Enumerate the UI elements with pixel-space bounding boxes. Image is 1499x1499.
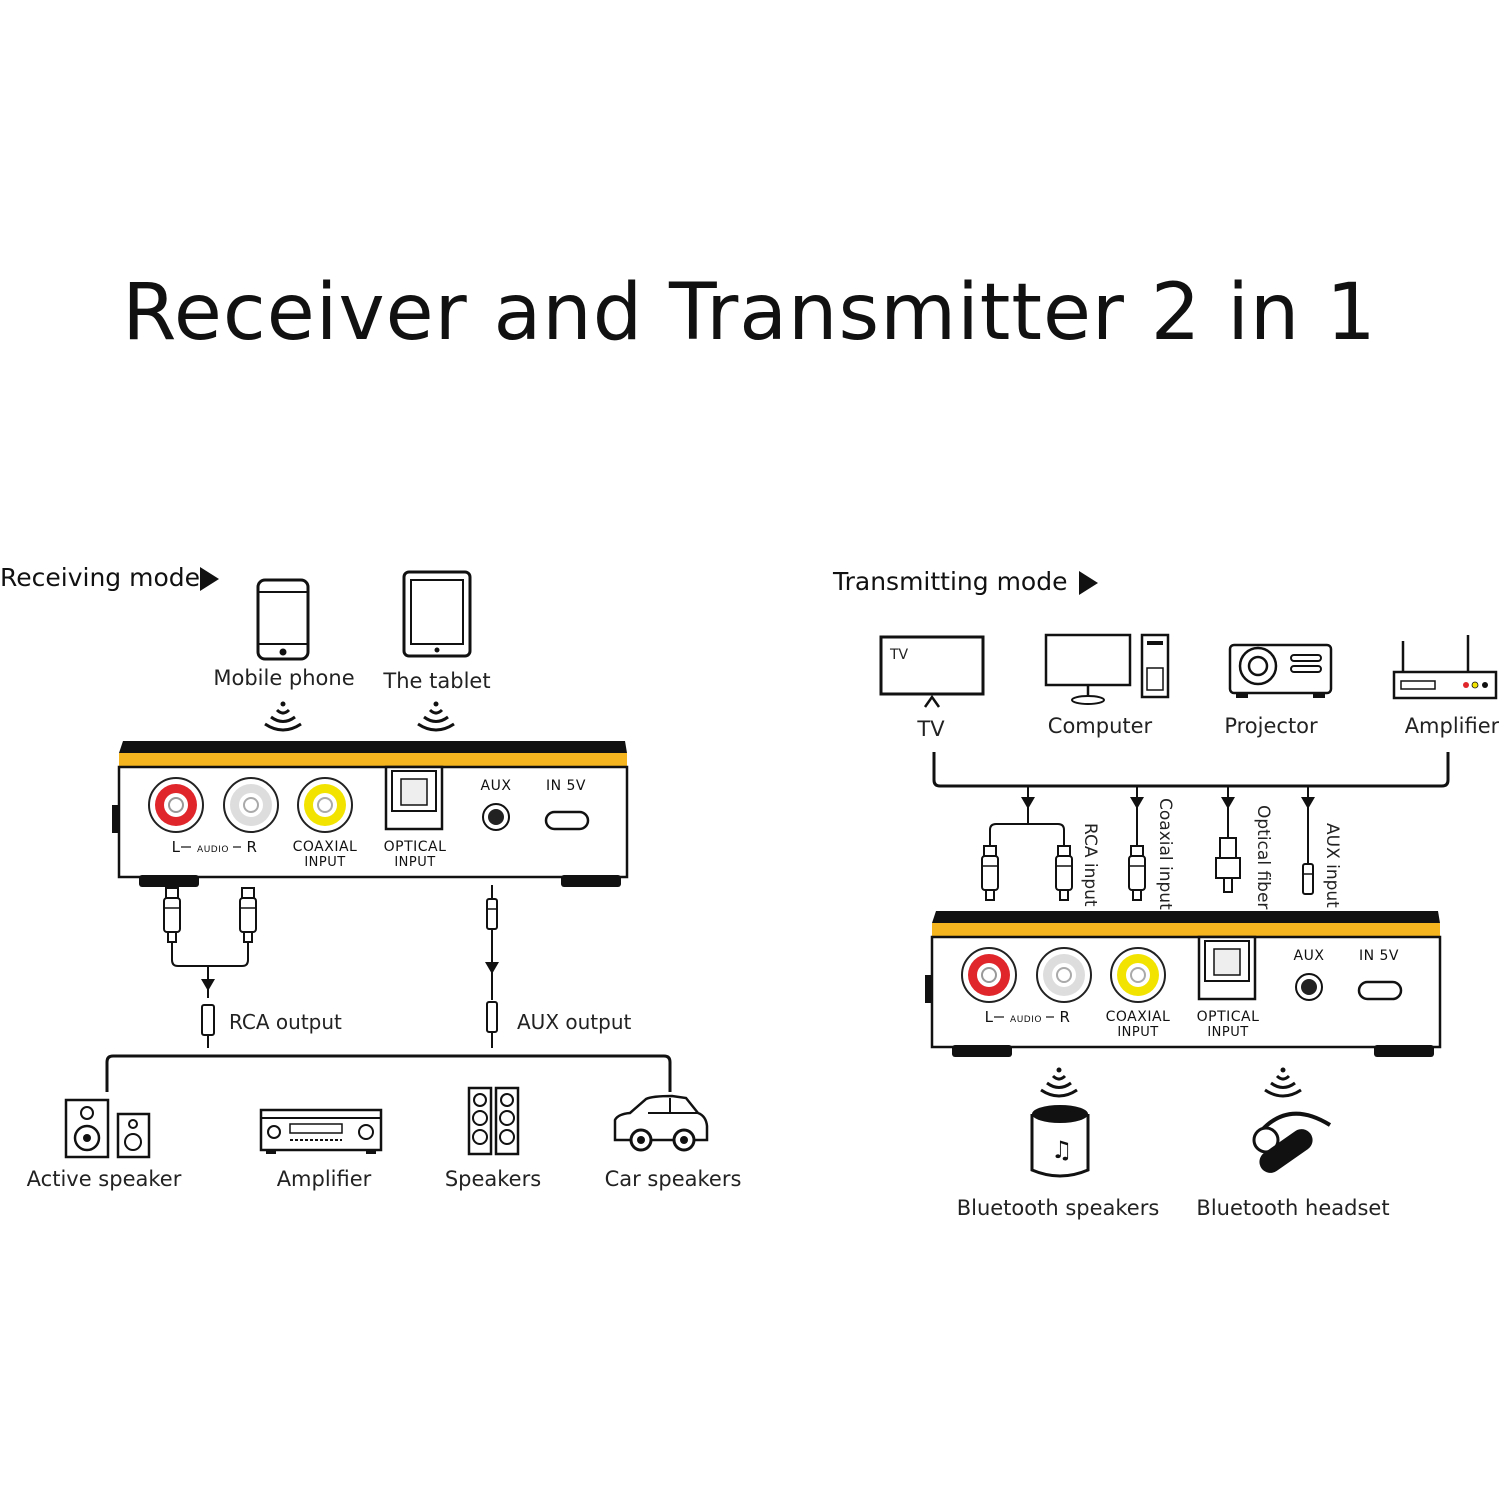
audio-label: AUDIO — [1010, 1015, 1042, 1025]
rca-output-cable-icon — [163, 887, 257, 1048]
bluetooth-speaker-icon: ♫ — [1030, 1105, 1090, 1178]
rca-output-label: RCA output — [229, 1010, 342, 1034]
transmitter-device-panel — [923, 909, 1442, 1059]
amplifier-icon — [259, 1108, 383, 1154]
projector-label: Projector — [1224, 714, 1318, 738]
coaxial-input-cable-icon — [1128, 786, 1146, 901]
aux-output-cable-icon — [485, 884, 499, 1048]
rca-input-cable-icon — [981, 786, 1073, 901]
aux-port-label: AUX — [480, 778, 512, 794]
bluetooth-wave-icon — [416, 700, 456, 732]
tv-icon — [879, 635, 985, 708]
speakers-label: Speakers — [444, 1167, 542, 1191]
output-bracket — [105, 1054, 672, 1092]
source-bracket — [932, 752, 1450, 788]
audio-label: AUDIO — [197, 845, 229, 855]
amplifier-source-label: Amplifier — [1404, 714, 1499, 738]
aux-output-label: AUX output — [517, 1010, 632, 1034]
computer-icon — [1044, 633, 1170, 705]
bluetooth-headset-icon — [1252, 1111, 1332, 1173]
bluetooth-wave-icon — [1039, 1066, 1079, 1098]
audio-l-label: L — [171, 838, 181, 856]
active-speaker-label: Active speaker — [26, 1167, 182, 1191]
aux-input-cable-icon — [1301, 786, 1315, 895]
receiver-device-panel — [110, 739, 629, 889]
bluetooth-wave-icon — [263, 700, 303, 732]
coaxial-input-cable-label: Coaxial input — [1155, 798, 1175, 910]
projector-icon — [1228, 643, 1333, 698]
tablet-label: The tablet — [383, 669, 491, 693]
audio-r-label: R — [1059, 1008, 1071, 1026]
speakers-icon — [467, 1086, 520, 1156]
active-speaker-icon — [64, 1098, 151, 1159]
rca-input-label: RCA input — [1080, 823, 1100, 907]
receiving-mode-label: Receiving mode — [0, 563, 200, 592]
audio-l-label: L — [984, 1008, 994, 1026]
tablet-icon — [402, 570, 472, 658]
tv-label: TV — [917, 717, 945, 741]
mobile-phone-label: Mobile phone — [213, 666, 355, 690]
amplifier-label: Amplifier — [276, 1167, 372, 1191]
bluetooth-headset-label: Bluetooth headset — [1196, 1196, 1390, 1220]
computer-label: Computer — [1047, 714, 1153, 738]
mobile-phone-icon — [256, 578, 310, 661]
mode-arrow-icon — [200, 567, 219, 591]
router-amplifier-icon — [1392, 635, 1498, 700]
tv-screen-text: TV — [890, 647, 909, 663]
power-port-label: IN 5V — [1358, 948, 1400, 964]
car-icon — [613, 1094, 709, 1152]
aux-port-label: AUX — [1293, 948, 1325, 964]
audio-r-label: R — [246, 838, 258, 856]
mode-arrow-icon — [1079, 571, 1098, 595]
transmitting-mode-label: Transmitting mode — [833, 567, 1068, 596]
car-speakers-label: Car speakers — [604, 1167, 742, 1191]
optical-fiber-cable-icon — [1215, 786, 1241, 893]
aux-input-label: AUX input — [1322, 823, 1342, 908]
svg-text:♫: ♫ — [1051, 1136, 1073, 1164]
page-title: Receiver and Transmitter 2 in 1 — [122, 268, 1377, 358]
bluetooth-wave-icon — [1263, 1066, 1303, 1098]
bluetooth-speakers-label: Bluetooth speakers — [956, 1196, 1160, 1220]
optical-fiber-label: Optical fiber — [1253, 805, 1273, 910]
power-port-label: IN 5V — [545, 778, 587, 794]
